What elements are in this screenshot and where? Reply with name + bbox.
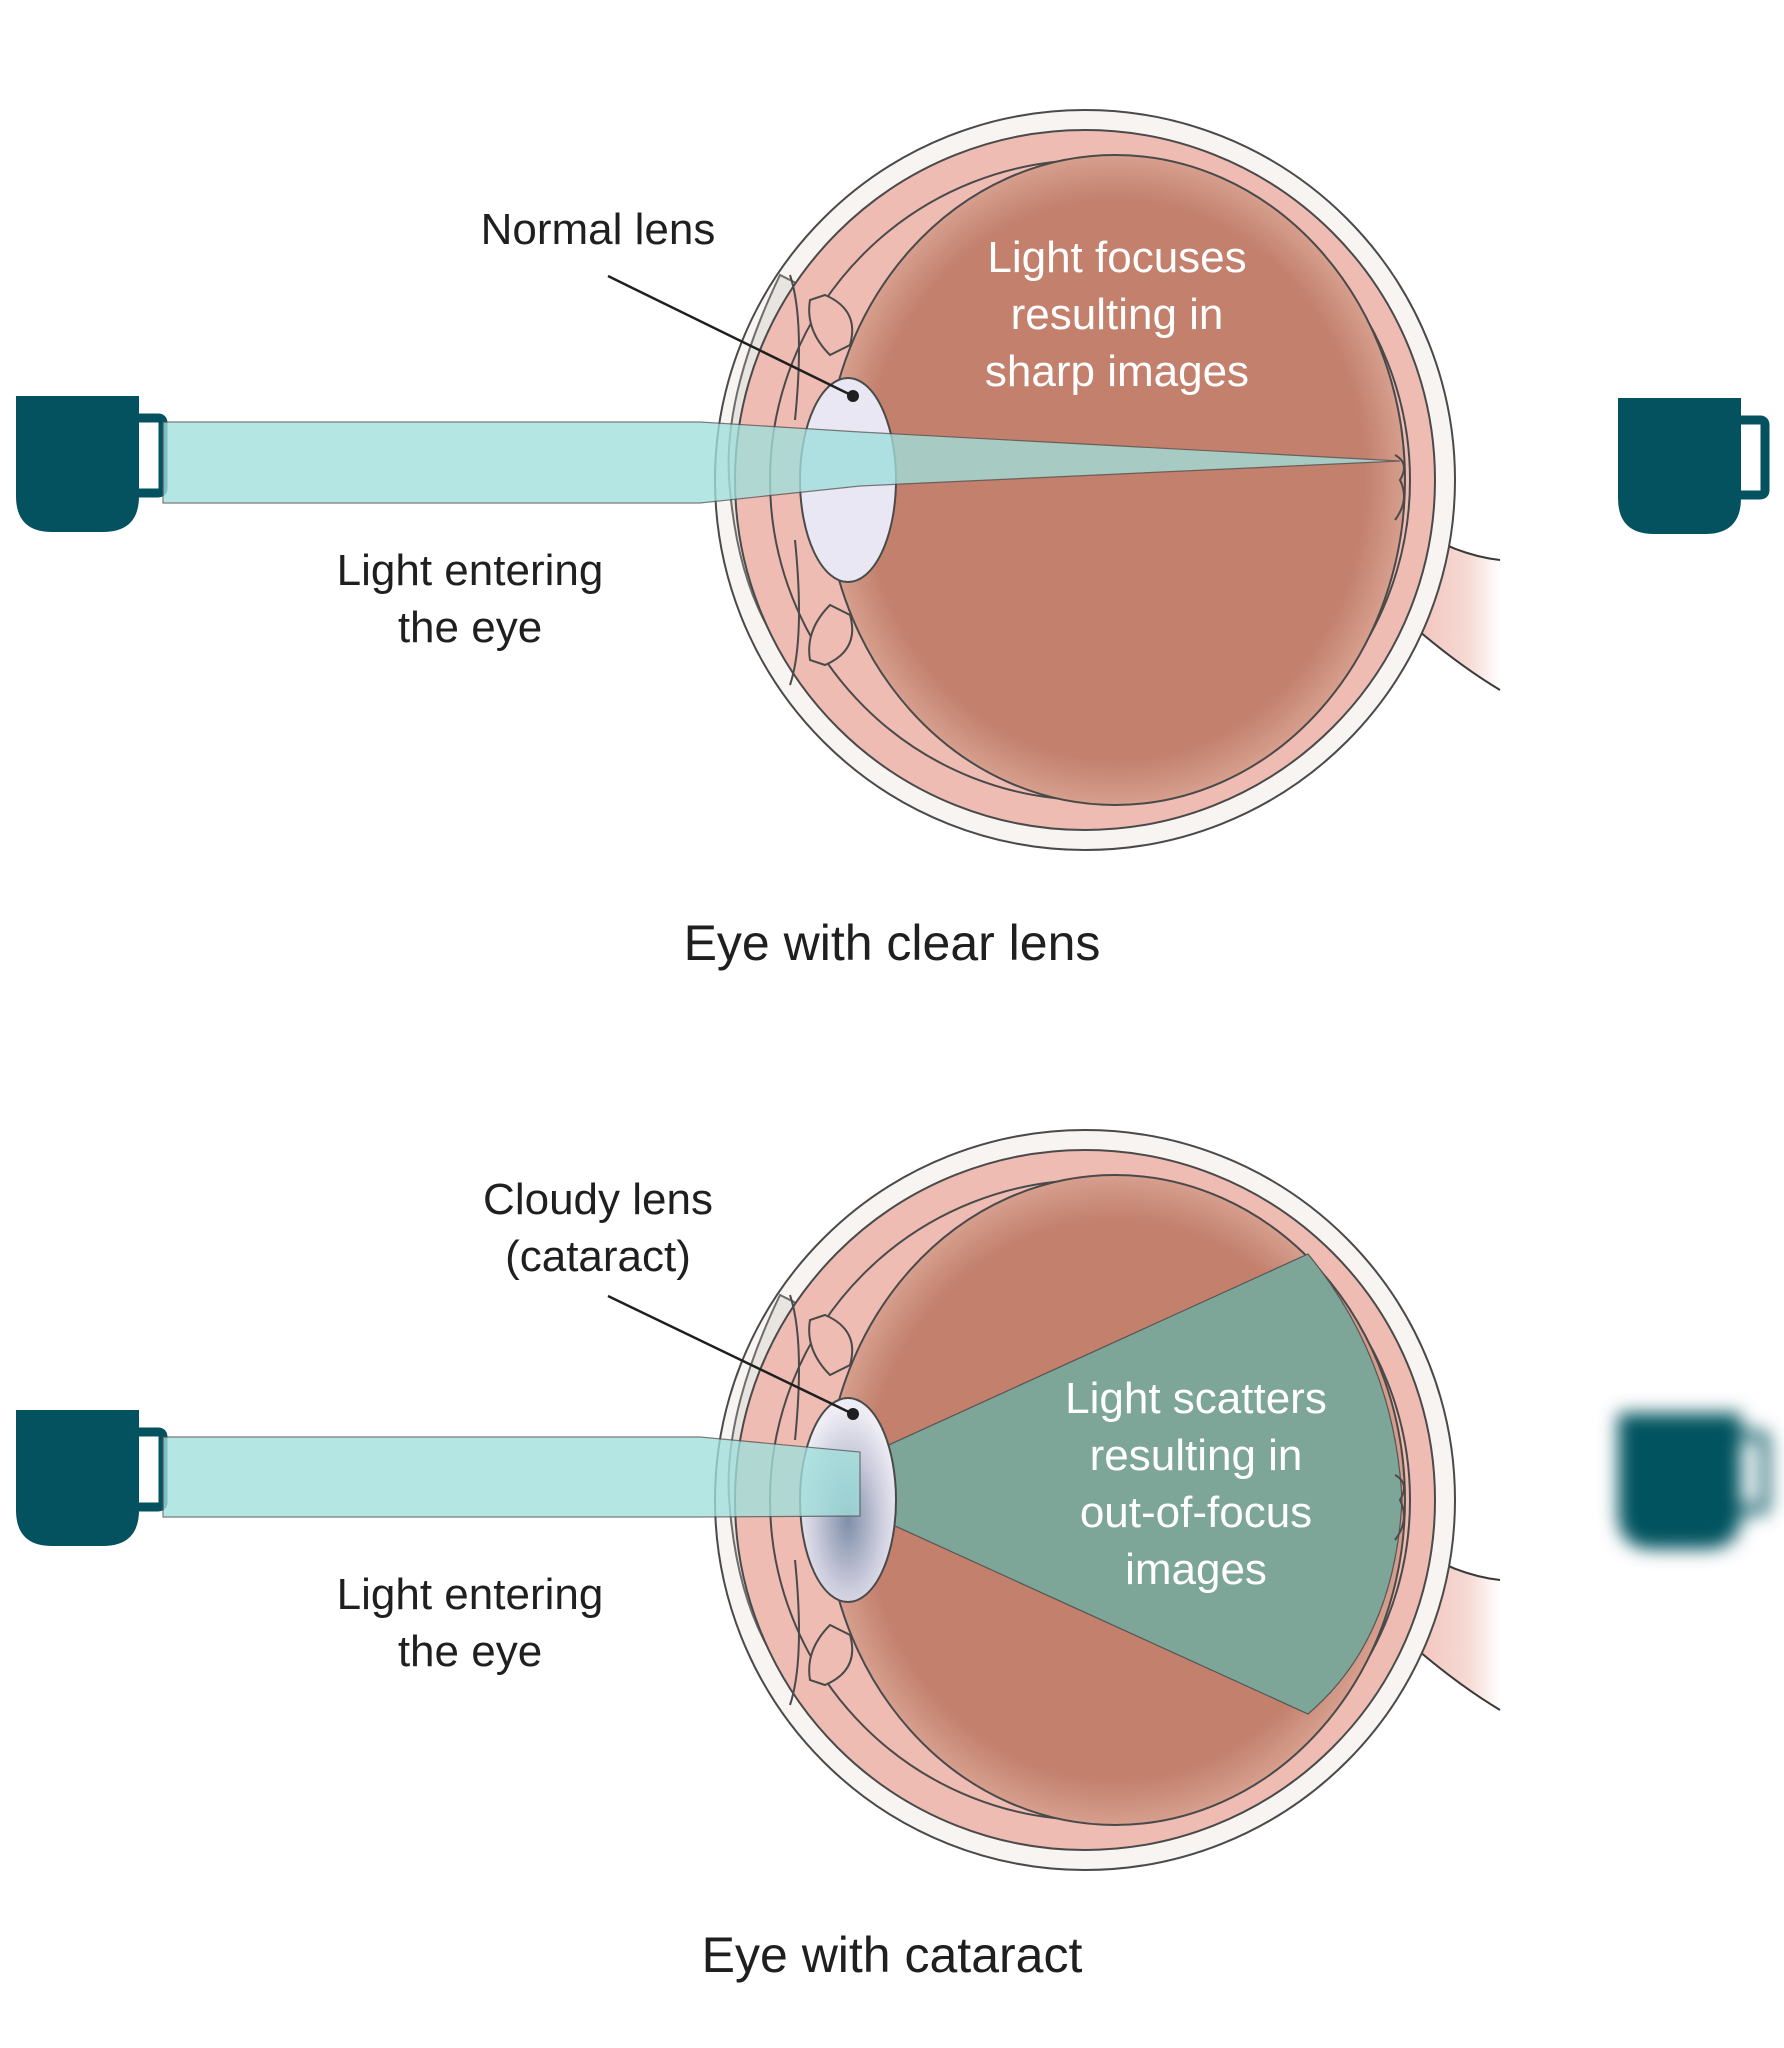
- light-entering-label-line1: Light entering: [337, 1570, 604, 1619]
- ciliary-body-top: [808, 293, 854, 357]
- lens-leader-line: [607, 1294, 854, 1416]
- focus-label-line1: Light focuses: [987, 233, 1246, 282]
- light-entering-label-line2: the eye: [398, 1627, 542, 1676]
- ciliary-body-top: [808, 1313, 854, 1377]
- light-beam: [162, 1436, 861, 1518]
- bottom-caption: Eye with cataract: [702, 1927, 1083, 1983]
- light-beam: [162, 421, 1401, 504]
- blurred-mug-icon: [1618, 1413, 1770, 1549]
- scatter-label-line2: resulting in: [1090, 1431, 1303, 1480]
- mug-icon: [16, 396, 168, 532]
- top-panel: Normal lens Light entering the eye Light…: [16, 109, 1770, 971]
- scatter-label-line4: images: [1125, 1545, 1267, 1594]
- top-caption: Eye with clear lens: [684, 915, 1101, 971]
- light-entering-label-line1: Light entering: [337, 546, 604, 595]
- mug-icon: [16, 1410, 168, 1546]
- normal-lens-label: Normal lens: [481, 205, 716, 254]
- mug-icon: [1618, 398, 1770, 534]
- ciliary-body-bottom: [808, 1623, 854, 1687]
- scatter-label-line3: out-of-focus: [1080, 1488, 1312, 1537]
- ciliary-body-bottom: [808, 603, 854, 667]
- cloudy-lens-label-line1: Cloudy lens: [483, 1175, 713, 1224]
- scattered-light: [859, 1253, 1403, 1715]
- light-entering-label-line2: the eye: [398, 603, 542, 652]
- bottom-panel: Cloudy lens (cataract) Light entering th…: [16, 1129, 1770, 1983]
- focus-label-line3: sharp images: [985, 347, 1249, 396]
- lens-leader-line: [607, 274, 854, 398]
- cloudy-lens-label-line2: (cataract): [505, 1232, 691, 1281]
- scatter-label-line1: Light scatters: [1065, 1374, 1327, 1423]
- focus-label-line2: resulting in: [1011, 290, 1224, 339]
